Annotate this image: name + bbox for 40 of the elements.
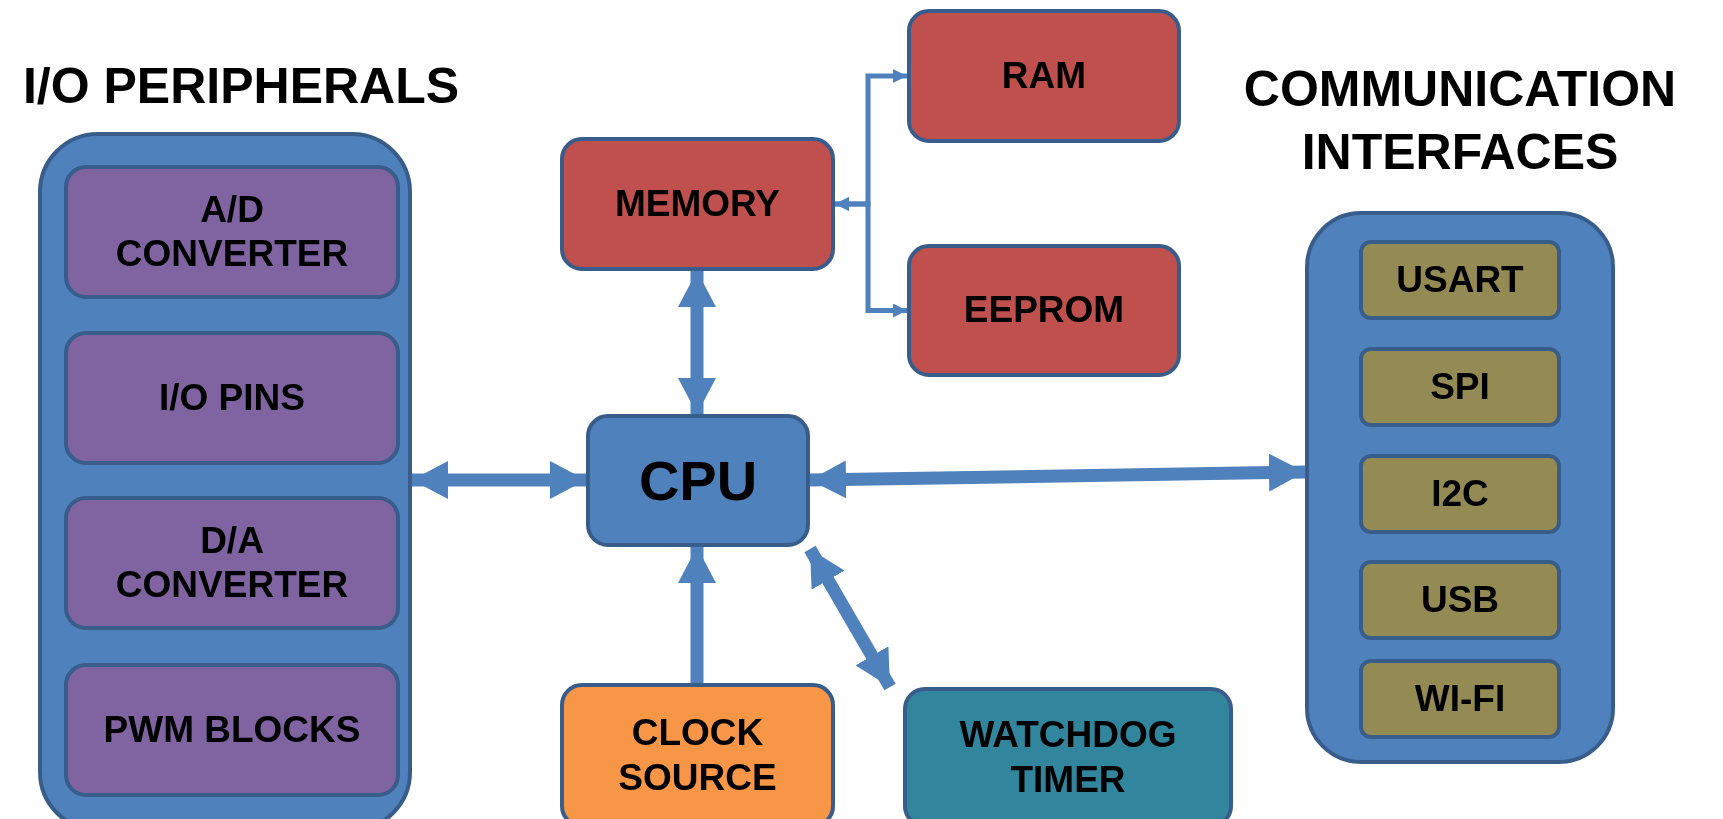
component-box — [1359, 560, 1561, 640]
double-arrow — [835, 197, 907, 318]
double-arrow — [412, 461, 586, 499]
component-box — [560, 137, 835, 271]
group-panel — [1305, 211, 1615, 764]
double-arrow — [678, 271, 716, 414]
component-label: CPU — [638, 447, 758, 514]
group-heading: COMMUNICATION INTERFACES — [1242, 60, 1678, 182]
component-box — [1359, 240, 1561, 320]
component-box — [903, 687, 1233, 819]
component-box — [907, 244, 1181, 377]
component-label: USART — [1396, 257, 1524, 302]
component-box — [64, 165, 400, 299]
component-label: A/D CONVERTER — [114, 187, 350, 276]
component-label: WI-FI — [1414, 676, 1506, 721]
group-panel — [38, 132, 412, 819]
component-label: EEPROM — [963, 288, 1125, 333]
component-box — [1359, 347, 1561, 427]
component-label: RAM — [1001, 53, 1087, 98]
double-arrow — [809, 453, 1306, 499]
component-label: SPI — [1430, 364, 1490, 409]
component-box — [64, 663, 400, 797]
component-box — [586, 414, 810, 547]
component-box — [907, 9, 1181, 143]
component-box — [1359, 659, 1561, 739]
component-box — [64, 496, 400, 630]
component-box — [64, 331, 400, 465]
component-box — [560, 683, 835, 819]
component-box — [1359, 454, 1561, 534]
component-label: PWM BLOCKS — [103, 707, 361, 752]
double-arrow — [804, 545, 896, 691]
component-label: I2C — [1431, 471, 1489, 516]
component-label: WATCHDOG TIMER — [958, 713, 1178, 802]
group-heading: I/O PERIPHERALS — [21, 57, 461, 116]
component-label: I/O PINS — [159, 375, 305, 420]
component-label: USB — [1420, 577, 1500, 622]
component-label: CLOCK SOURCE — [617, 711, 778, 800]
arrow — [678, 547, 716, 683]
component-label: D/A CONVERTER — [114, 518, 350, 607]
component-label: MEMORY — [614, 181, 781, 226]
